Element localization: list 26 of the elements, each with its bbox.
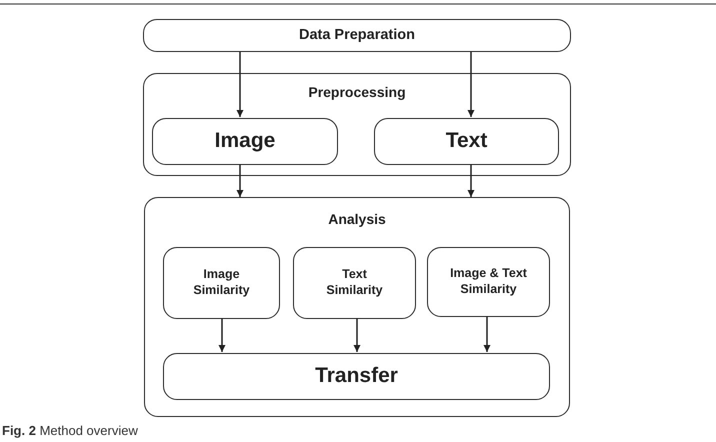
arrow (468, 52, 474, 117)
figure-caption: Fig. 2 Method overview (2, 423, 138, 438)
node-label: Data Preparation (298, 26, 416, 45)
arrow (484, 316, 490, 352)
node-label: Transfer (315, 363, 398, 390)
arrow (354, 318, 360, 352)
process-box (163, 247, 280, 319)
arrow (236, 52, 244, 117)
process-box (427, 247, 550, 317)
node-label: Image (214, 128, 276, 154)
process-box (152, 118, 338, 165)
process-box (163, 353, 550, 400)
arrow (236, 164, 244, 197)
process-box (374, 118, 559, 165)
arrow (468, 164, 474, 197)
node-label: Text Similarity (325, 267, 384, 299)
process-box (143, 19, 571, 52)
process-box (293, 247, 416, 319)
node-label: Image Similarity (192, 267, 251, 299)
node-label: Text (446, 128, 488, 154)
group-container (143, 73, 571, 176)
arrow (218, 318, 226, 352)
group-container (144, 197, 570, 417)
group-title: Analysis (327, 211, 387, 227)
node-label: Image & Text Similarity (449, 266, 528, 298)
group-title: Preprocessing (307, 84, 407, 100)
